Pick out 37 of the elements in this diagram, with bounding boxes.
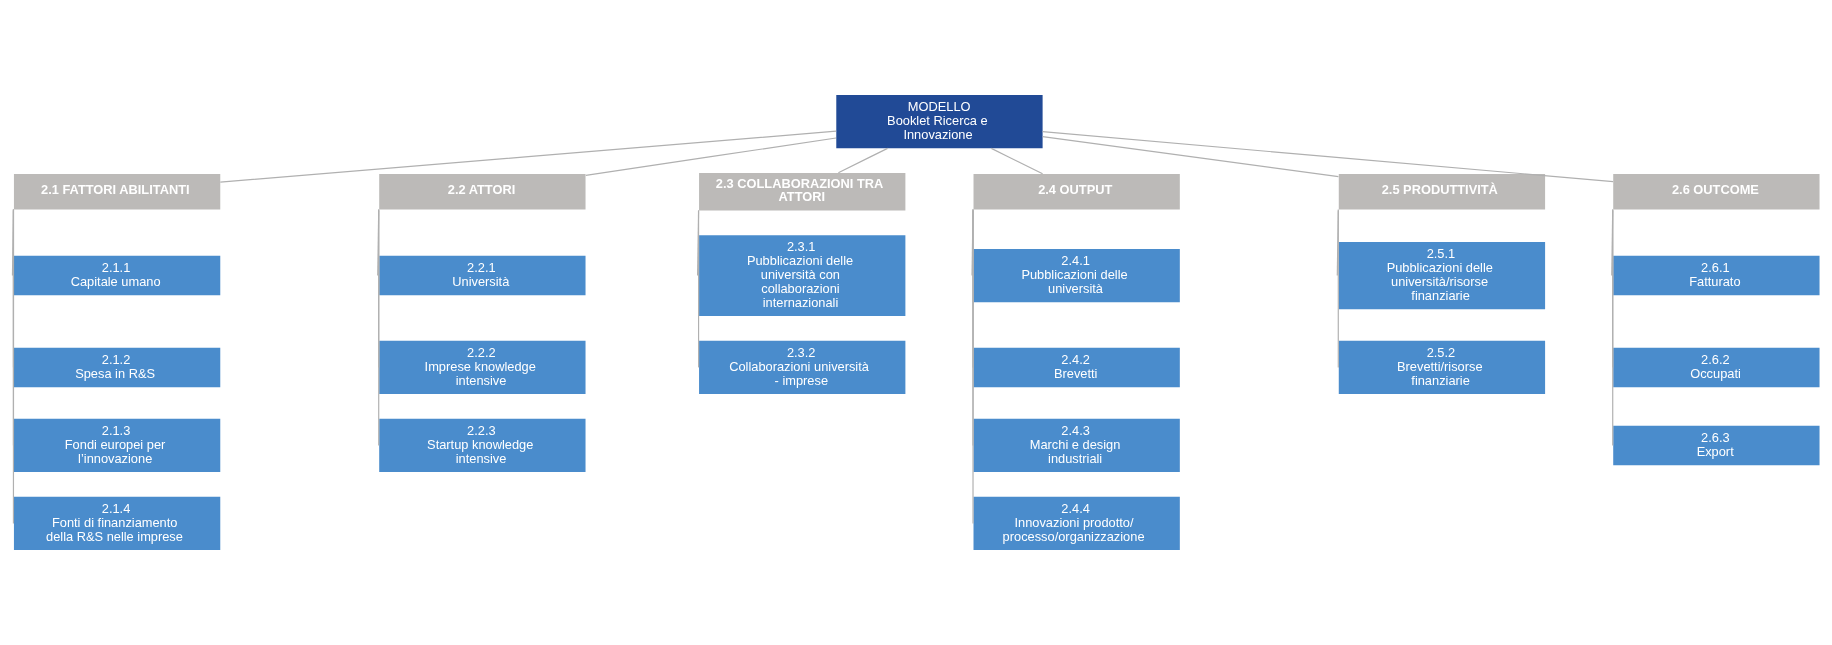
- node-box: 2.5.2 Brevetti/risorse finanziarie: [1338, 340, 1546, 395]
- node-box: 2.5 PRODUTTIVITÀ: [1338, 173, 1546, 210]
- connector: [12, 208, 15, 524]
- node-box: 2.5.1 Pubblicazioni delle università/risorse finanziarie: [1338, 242, 1546, 310]
- connector: [972, 208, 974, 524]
- node-box: 2.2 ATTORI: [379, 173, 586, 210]
- node-box: 2.1 FATTORI ABILITANTI: [13, 173, 221, 210]
- node-box: 2.1.1 Capitale umano: [13, 255, 221, 296]
- node-box: 2.6.2 Occupati: [1613, 347, 1820, 388]
- node-box: 2.4.4 Innovazioni prodotto/ processo/organizzazione: [973, 496, 1180, 551]
- node-box: 2.1.3 Fondi europei per l’innovazione: [13, 418, 221, 473]
- node-box: 2.6 OUTCOME: [1613, 173, 1820, 210]
- node-box: 2.3 COLLABORAZIONI TRA ATTORI: [699, 172, 906, 211]
- connector: [585, 137, 837, 176]
- node-box: 2.2.2 Imprese knowledge intensive: [379, 340, 586, 395]
- node-box: 2.1.4 Fonti di finanziamento della R&S nelle imprese: [13, 496, 221, 551]
- node-box: 2.4 OUTPUT: [973, 173, 1180, 210]
- node-box: 2.1.2 Spesa in R&S: [13, 347, 221, 388]
- connector: [1612, 208, 1614, 446]
- connector: [378, 208, 380, 446]
- node-box: 2.3.1 Pubblicazioni delle università con collaborazioni internazionali: [699, 235, 906, 317]
- node-box: 2.2.1 Università: [379, 255, 586, 296]
- node-box: 2.4.1 Pubblicazioni delle università: [973, 248, 1180, 303]
- connector: [1042, 131, 1614, 183]
- connector: [1042, 136, 1340, 178]
- connector: [1337, 208, 1339, 368]
- node-box: 2.6.1 Fatturato: [1613, 255, 1820, 296]
- node-box: MODELLO Booklet Ricerca e Innovazione: [836, 94, 1043, 149]
- connector: [990, 147, 1044, 175]
- connector: [219, 130, 837, 183]
- node-box: 2.4.2 Brevetti: [973, 347, 1180, 388]
- connector: [837, 147, 889, 174]
- node-box: 2.2.3 Startup knowledge intensive: [379, 418, 586, 473]
- node-box: 2.4.3 Marchi e design industriali: [973, 418, 1180, 473]
- connector: [698, 209, 700, 368]
- node-box: 2.6.3 Export: [1613, 425, 1820, 466]
- node-box: 2.3.2 Collaborazioni università - imprese: [699, 340, 906, 395]
